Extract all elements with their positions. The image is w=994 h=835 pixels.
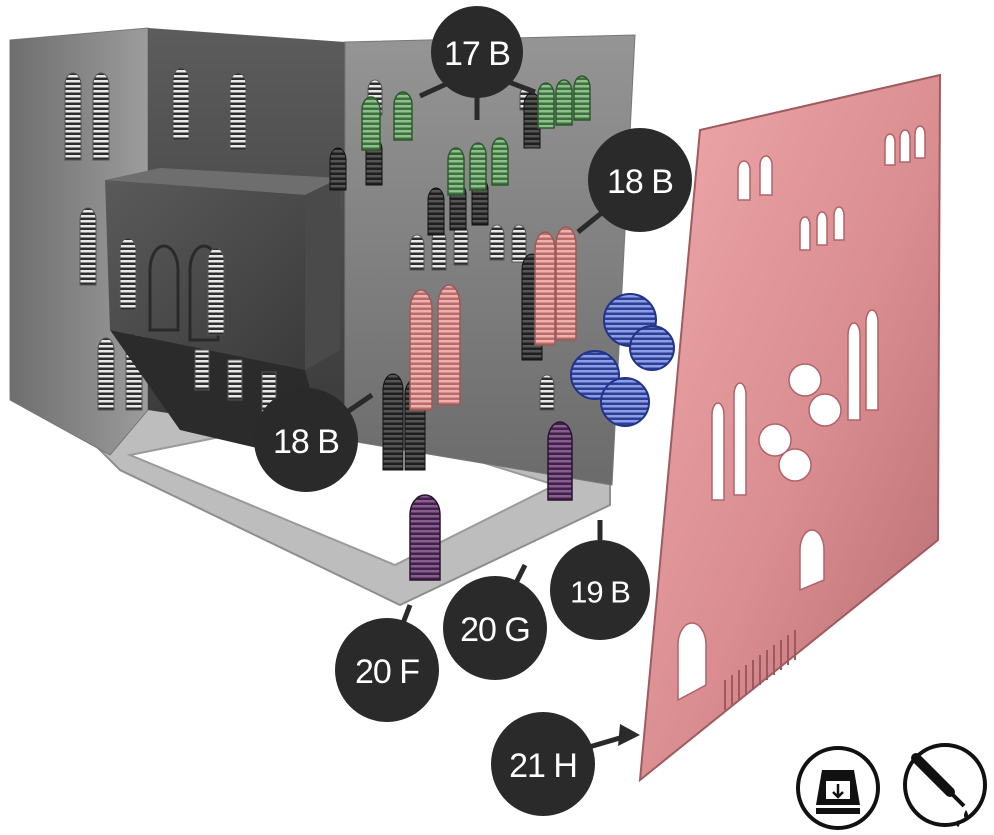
press-fit-icon [796,746,880,830]
right-wall-windows [367,79,555,411]
callout-20f-label: 20 F [355,653,419,691]
blue-rosette [570,293,675,427]
callout-19b: 19 B [550,520,650,640]
callout-20g: 20 G [443,563,547,680]
callout-18b-top-label: 18 B [607,163,673,201]
callout-19b-label: 19 B [570,575,630,610]
callout-21h: 21 H [491,712,640,816]
purple-doors [409,421,573,581]
callout-20f: 20 F [335,604,439,722]
glue-icon [903,743,987,827]
front-panel-vent [724,630,796,710]
red-shutters [409,226,577,411]
green-shutters [361,75,591,196]
callout-17b: 17 B [418,6,536,120]
front-panel-openings [677,125,926,702]
front-panel [638,73,942,783]
callout-20g-label: 20 G [460,611,530,649]
callout-18b-top: 18 B [576,128,692,234]
callout-18b-mid: 18 B [254,388,374,492]
building-model [9,27,675,607]
callout-21h-label: 21 H [509,747,577,785]
callout-17b-label: 17 B [444,35,510,73]
callout-18b-mid-label: 18 B [273,423,339,461]
